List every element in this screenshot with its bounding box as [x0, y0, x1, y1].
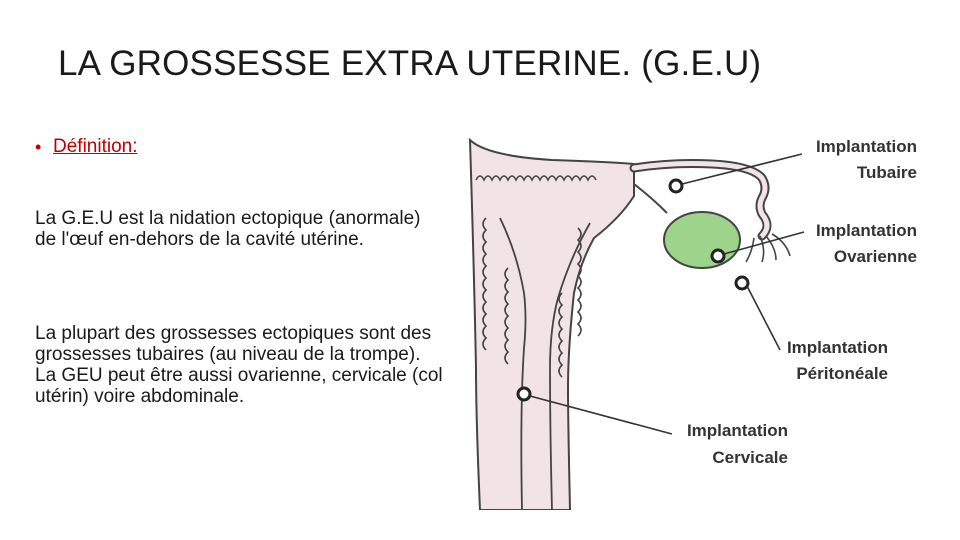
- label-tubaire-line1: Implantation: [816, 137, 917, 156]
- label-ovarienne-line2: Ovarienne: [834, 247, 917, 266]
- definition-paragraph: La G.E.U est la nidation ectopique (anor…: [35, 208, 421, 250]
- definition-heading: Définition:: [53, 136, 138, 157]
- uterine-cavity: [499, 217, 527, 510]
- ectopic-pregnancy-diagram: Implantation Tubaire Implantation Ovarie…: [468, 137, 917, 510]
- implantation-site-cervical: [516, 386, 532, 402]
- ovarian-ligament: [633, 183, 668, 214]
- implantation-site-tubal: [668, 178, 684, 194]
- leader-lines: [529, 153, 805, 435]
- definition-bullet: • Définition:: [35, 136, 138, 158]
- implantation-site-ovarian: [710, 248, 726, 264]
- fimbriae: [745, 233, 791, 263]
- label-peritoneale-line1: Implantation: [787, 338, 888, 357]
- bullet-icon: •: [35, 136, 42, 157]
- label-cervicale-line2: Cervicale: [712, 448, 788, 467]
- label-cervicale-line1: Implantation: [687, 421, 788, 440]
- label-peritoneale-line2: Péritonéale: [796, 364, 888, 383]
- uterine-cavity-right: [549, 222, 591, 510]
- label-tubaire-line2: Tubaire: [857, 163, 917, 182]
- ovary: [663, 211, 741, 269]
- label-ovarienne-line1: Implantation: [816, 221, 917, 240]
- endometrial-folds: [475, 175, 597, 378]
- details-paragraph: La plupart des grossesses ectopiques son…: [35, 323, 443, 407]
- fallopian-tube-inner: [631, 161, 770, 239]
- implantation-site-peritoneal: [734, 275, 750, 291]
- slide-title: LA GROSSESSE EXTRA UTERINE. (G.E.U): [58, 44, 762, 83]
